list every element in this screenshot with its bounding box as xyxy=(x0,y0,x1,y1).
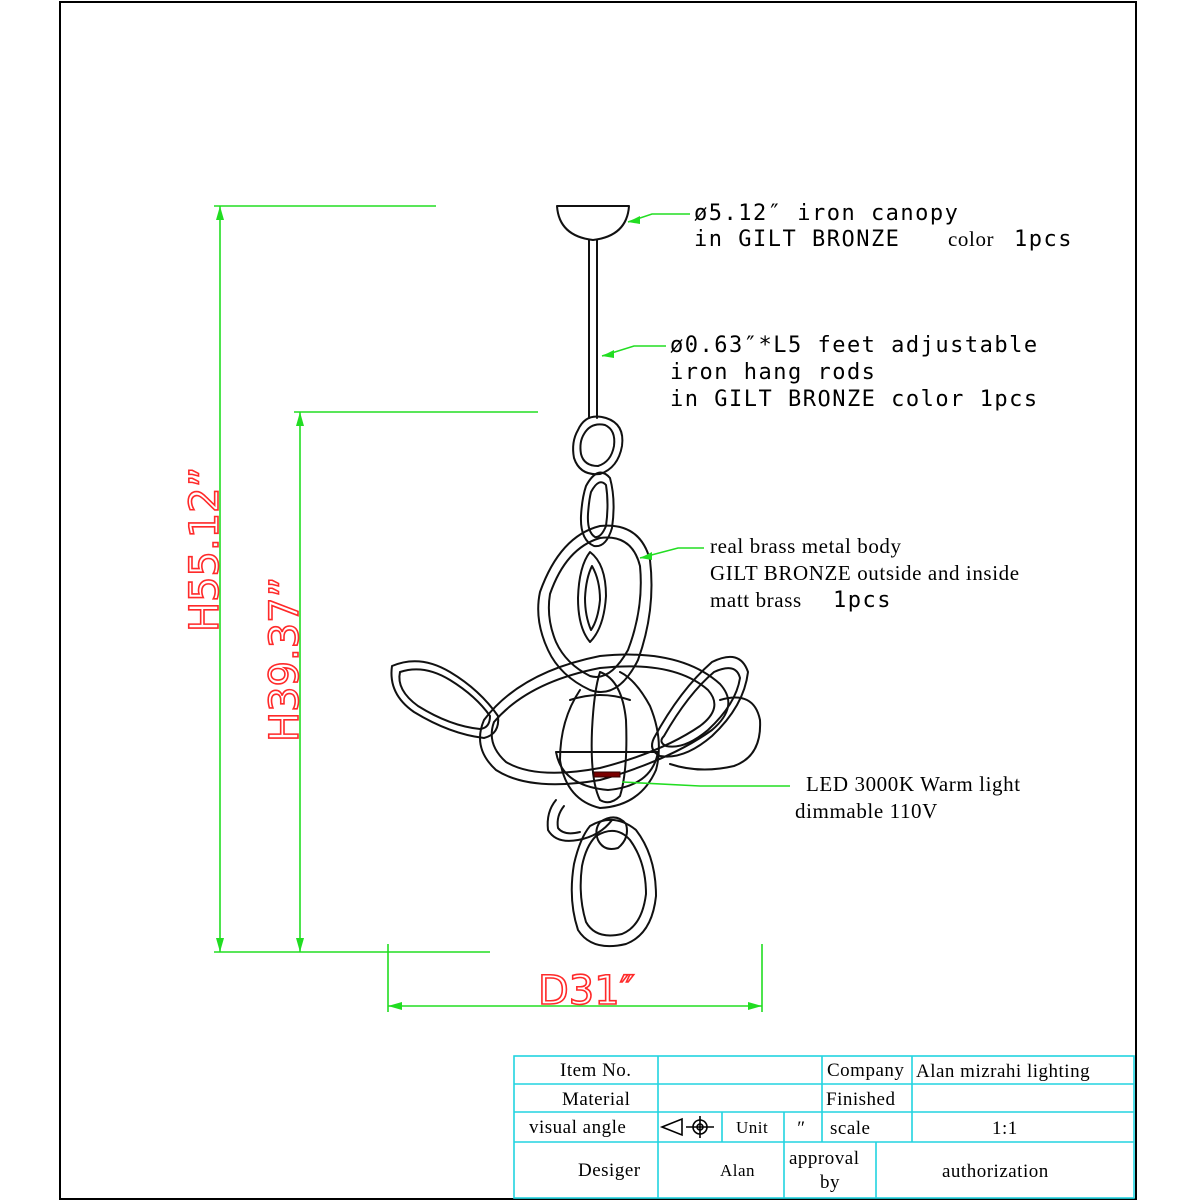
approval-label-line1: approval xyxy=(789,1148,859,1169)
led-callout-line1: LED 3000K Warm light xyxy=(806,772,1021,796)
body-callout-line1: real brass metal body xyxy=(710,534,902,558)
projection-symbol-icon xyxy=(659,1116,714,1138)
canopy-callout-line1: ø5.12″ iron canopy xyxy=(694,201,959,226)
rod-callout-line2: iron hang rods xyxy=(670,360,876,385)
designer-value: Alan xyxy=(720,1161,755,1180)
canopy-callout-qty: 1pcs xyxy=(1014,227,1073,252)
body-callout-line2: GILT BRONZE outside and inside xyxy=(710,561,1020,585)
led-module xyxy=(593,771,621,778)
scale-label: scale xyxy=(830,1118,870,1139)
unit-label: Unit xyxy=(736,1118,768,1137)
unit-value: ″ xyxy=(796,1118,805,1139)
material-label: Material xyxy=(562,1089,630,1110)
chandelier-illustration xyxy=(390,205,762,948)
canopy-callout-color: color xyxy=(948,227,994,251)
dimension-lines xyxy=(214,205,790,1012)
company-label: Company xyxy=(827,1060,904,1081)
rod-callout-line3: in GILT BRΟNZE color 1pcs xyxy=(670,387,1039,412)
finished-label: Finished xyxy=(826,1089,895,1110)
company-value: Alan mizrahi lighting xyxy=(916,1061,1090,1082)
rod-callout-line1: ø0.63″*L5 feet adjustable xyxy=(670,333,1039,358)
led-callout-line2: dimmable 110V xyxy=(795,799,938,823)
overall-height-label: H55.12” xyxy=(182,467,228,632)
item-no-label: Item No. xyxy=(560,1060,632,1081)
drawing-frame xyxy=(59,1,1137,1200)
body-callout-line3: matt brass xyxy=(710,588,802,612)
approval-label-line2: by xyxy=(820,1172,840,1193)
visual-angle-label: visual angle xyxy=(529,1117,626,1138)
diameter-label: D31″ xyxy=(538,968,635,1014)
authorization-label: authorization xyxy=(942,1161,1049,1182)
designer-label: Desiger xyxy=(578,1160,641,1181)
title-block xyxy=(513,1055,1135,1199)
body-callout-qty: 1pcs xyxy=(833,588,892,613)
scale-value: 1:1 xyxy=(992,1118,1018,1139)
canopy-shape xyxy=(556,205,630,241)
body-height-label: H39.37” xyxy=(262,577,308,742)
canopy-callout-line2: in GILT BRΟNZE xyxy=(694,227,900,252)
